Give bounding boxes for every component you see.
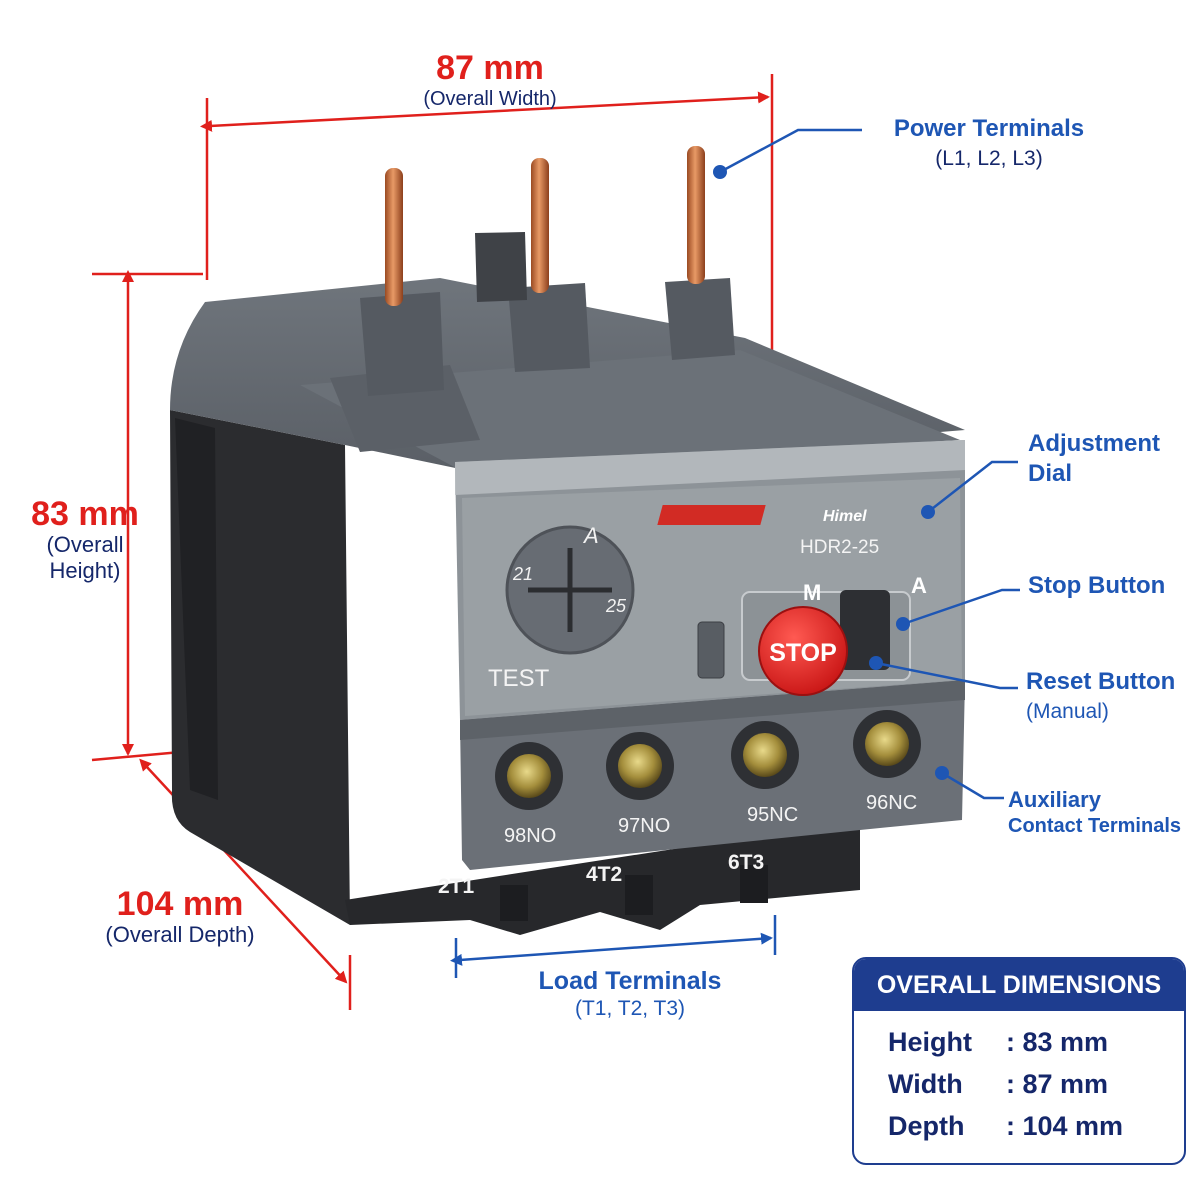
aux-terminal-96nc: 96NC	[866, 792, 917, 814]
callout-adjustment-dial-line2: Dial	[1028, 460, 1073, 487]
brand-logo: Himel	[823, 508, 867, 525]
callout-stop-button: Stop Button	[1028, 571, 1165, 601]
callout-load-terminals-title: Load Terminals	[538, 967, 722, 995]
width-caption: (Overall Width)	[423, 88, 557, 110]
brand-badge	[657, 505, 766, 525]
callout-load-terminals: Load Terminals (T1, T2, T3)	[520, 966, 740, 1022]
power-terminal-pins	[385, 146, 705, 306]
width-dimension-line	[200, 74, 774, 352]
mode-manual-label: M	[803, 580, 821, 605]
dimension-row-value: : 83 mm	[1006, 1027, 1109, 1057]
callout-leaders	[719, 128, 1020, 800]
aux-terminal-98no: 98NO	[504, 825, 556, 847]
model-label: HDR2-25	[800, 537, 879, 558]
adjustment-dial[interactable]	[505, 525, 635, 655]
callout-dots	[713, 165, 949, 780]
overall-dimensions-panel: OVERALL DIMENSIONS Height : 83 mm Width : …	[852, 957, 1186, 1165]
dimension-row-label: Height	[888, 1027, 972, 1057]
callout-reset-button-title: Reset Button	[1026, 668, 1176, 695]
dial-left-label: 21	[512, 564, 533, 584]
height-caption-line2: Height)	[49, 558, 121, 583]
callout-adjustment-dial-line1: Adjustment	[1028, 430, 1160, 457]
test-lever[interactable]	[697, 621, 725, 679]
load-terminal-4t2: 4T2	[586, 863, 622, 886]
width-value: 87 mm	[436, 49, 544, 87]
height-label: 83 mm (Overall Height)	[10, 496, 160, 584]
dial-right-label: 25	[605, 596, 627, 616]
dimension-row-value: : 104 mm	[1006, 1111, 1124, 1141]
stop-button[interactable]	[758, 606, 848, 696]
callout-reset-button-sub: (Manual)	[1026, 700, 1109, 723]
overall-dimensions-title: OVERALL DIMENSIONS	[854, 959, 1184, 1011]
depth-value: 104 mm	[116, 885, 244, 923]
callout-auxiliary-line1: Auxiliary	[1008, 787, 1101, 812]
test-label: TEST	[488, 665, 550, 692]
mode-auto-label: A	[911, 573, 927, 598]
dimension-row-label: Depth	[888, 1111, 965, 1141]
callout-stop-button-title: Stop Button	[1028, 572, 1166, 599]
load-terminals-dimension-line	[450, 915, 777, 978]
dimension-row-value: : 87 mm	[1006, 1069, 1109, 1099]
callout-auxiliary-line2: Contact Terminals	[1008, 815, 1181, 837]
callout-adjustment-dial: Adjustment Dial	[1028, 429, 1160, 489]
height-caption-line1: (Overall	[46, 532, 124, 557]
load-terminal-2t1: 2T1	[438, 875, 475, 898]
depth-label: 104 mm (Overall Depth)	[80, 886, 280, 948]
dimension-row-height: Height : 83 mm	[888, 1027, 1108, 1058]
callout-reset-button: Reset Button (Manual)	[1026, 667, 1175, 727]
height-value: 83 mm	[31, 495, 139, 533]
reset-slider[interactable]	[840, 590, 890, 670]
callout-power-terminals-sub: (L1, L2, L3)	[935, 147, 1043, 170]
callout-load-terminals-sub: (T1, T2, T3)	[574, 997, 686, 1020]
callout-power-terminals: Power Terminals (L1, L2, L3)	[876, 114, 1102, 174]
dimension-row-depth: Depth : 104 mm	[888, 1111, 1123, 1142]
dimension-row-width: Width : 87 mm	[888, 1069, 1108, 1100]
aux-terminal-97no: 97NO	[618, 815, 670, 837]
depth-caption: (Overall Depth)	[105, 922, 255, 947]
callout-power-terminals-title: Power Terminals	[893, 115, 1085, 142]
aux-terminal-screws	[495, 710, 921, 810]
load-terminal-6t3: 6T3	[728, 851, 764, 874]
aux-terminal-95nc: 95NC	[747, 804, 798, 826]
dimension-row-label: Width	[888, 1069, 963, 1099]
dial-top-label: A	[582, 523, 599, 548]
callout-auxiliary-terminals: Auxiliary Contact Terminals	[1008, 787, 1181, 839]
stop-button-label: STOP	[769, 639, 837, 667]
width-label: 87 mm (Overall Width)	[380, 50, 600, 112]
